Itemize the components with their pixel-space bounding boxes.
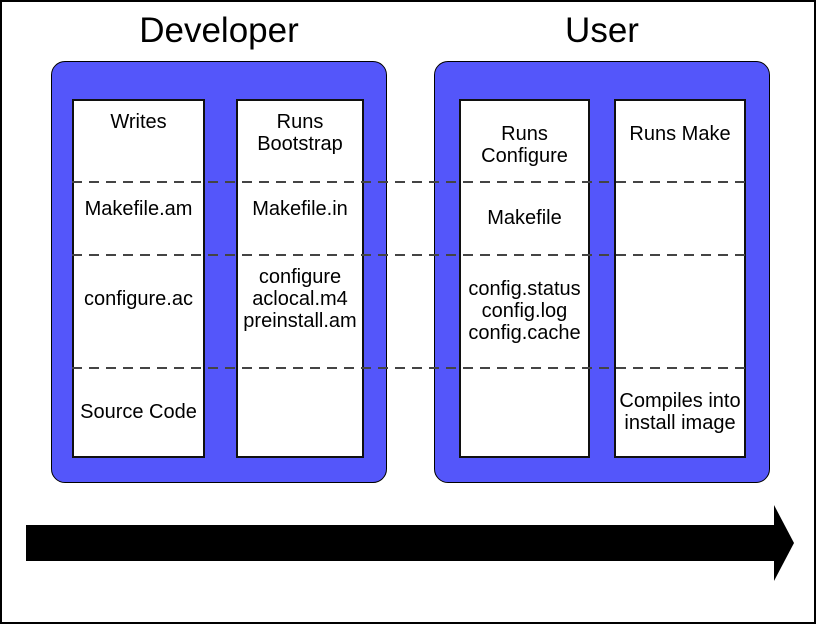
cell-runs-make: Runs Make [629, 123, 731, 145]
cell-empty [461, 367, 588, 456]
cell-configure-aclocal-preinstall: configure aclocal.m4 preinstall.am [243, 266, 357, 332]
cell-makefile-am: Makefile.am [84, 198, 193, 220]
column-developer-bootstrap: Runs Bootstrap Makefile.in configure acl… [236, 99, 364, 458]
cell-source-code: Source Code [80, 400, 197, 423]
column-developer-writes: Writes Makefile.am configure.ac Source C… [72, 99, 205, 458]
timeline-arrow-shaft [26, 525, 774, 561]
cell-makefile: Makefile [487, 206, 562, 229]
cell-compiles-install-image: Compiles into install image [619, 389, 741, 434]
cell-writes: Writes [110, 111, 167, 133]
column-user-make: Runs Make Compiles into install image [614, 99, 746, 458]
developer-title: Developer [139, 11, 299, 50]
column-user-configure: Runs Configure Makefile config.status co… [459, 99, 590, 458]
dashed-separator-2 [72, 254, 746, 256]
cell-config-outputs: config.status config.log config.cache [468, 277, 581, 344]
cell-empty [616, 254, 744, 367]
cell-configure-ac: configure.ac [84, 288, 193, 310]
timeline-arrow-head [774, 505, 794, 581]
cell-runs-bootstrap: Runs Bootstrap [257, 111, 343, 155]
dashed-separator-3 [72, 367, 746, 369]
cell-runs-configure: Runs Configure [481, 123, 568, 167]
cell-makefile-in: Makefile.in [252, 198, 348, 220]
user-title: User [565, 11, 639, 50]
dashed-separator-1 [72, 181, 746, 183]
cell-empty [616, 181, 744, 254]
cell-empty [238, 367, 362, 456]
